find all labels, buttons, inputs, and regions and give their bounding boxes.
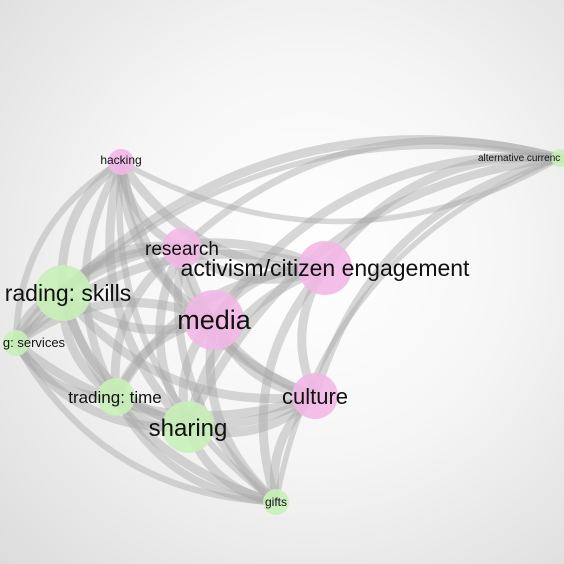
edge-trading_skills-culture	[58, 288, 320, 403]
node-alternative-currency[interactable]	[551, 149, 564, 167]
edge-trading_time-culture	[111, 391, 320, 429]
edge-alternative_currency-research	[178, 136, 564, 252]
edge-hacking-gifts	[116, 158, 280, 506]
node-layer	[3, 149, 564, 515]
edge-hacking-activism	[116, 157, 330, 273]
node-research[interactable]	[162, 228, 202, 268]
edge-activism-gifts	[258, 263, 330, 507]
edge-alternative_currency-sharing	[183, 153, 564, 432]
edge-hacking-alternative_currency	[118, 155, 563, 225]
edge-hacking-sharing	[105, 157, 193, 432]
edge-trading_skills-gifts	[58, 288, 281, 507]
label-hacking: hacking	[100, 153, 141, 167]
node-gifts[interactable]	[263, 489, 289, 515]
label-trading-skills: rading: skills	[5, 280, 132, 306]
label-culture: culture	[282, 384, 348, 409]
label-sharing: sharing	[149, 415, 228, 442]
edge-trading_services-gifts	[12, 339, 280, 506]
edge-layer	[11, 135, 564, 507]
edge-hacking-culture	[116, 157, 320, 401]
node-trading-time[interactable]	[97, 378, 135, 416]
edge-research-gifts	[173, 243, 281, 507]
node-culture[interactable]	[292, 373, 338, 419]
node-media[interactable]	[184, 290, 244, 350]
node-trading-services[interactable]	[3, 330, 29, 356]
label-research: research	[145, 239, 219, 260]
edge-hacking-trading_services	[12, 158, 125, 347]
label-trading-services: g: services	[3, 335, 66, 350]
label-media: media	[177, 305, 252, 335]
node-sharing[interactable]	[162, 401, 214, 453]
edge-alternative_currency-culture	[311, 154, 564, 400]
node-trading-skills[interactable]	[35, 265, 91, 321]
edge-trading_services-sharing	[11, 338, 193, 432]
label-layer: hacking alternative currenc researchactivi…	[3, 153, 560, 509]
label-gifts: gifts	[265, 495, 287, 509]
edge-alternative_currency-activism	[320, 152, 564, 273]
node-activism[interactable]	[298, 241, 352, 295]
edge-trading_time-gifts	[112, 393, 280, 506]
edge-alternative_currency-media	[209, 152, 564, 325]
label-activism: activism/citizen engagement	[181, 255, 471, 281]
edge-trading_services-culture	[11, 338, 320, 420]
label-trading-time: trading: time	[68, 388, 162, 407]
node-hacking[interactable]	[108, 149, 134, 175]
edge-alternative_currency-trading_skills	[58, 135, 564, 298]
label-alternative-currency: alternative currenc	[478, 153, 560, 164]
edge-research-trading_services	[11, 243, 187, 348]
edge-alternative_currency-gifts	[273, 155, 563, 505]
edge-research-trading_time	[110, 243, 187, 402]
